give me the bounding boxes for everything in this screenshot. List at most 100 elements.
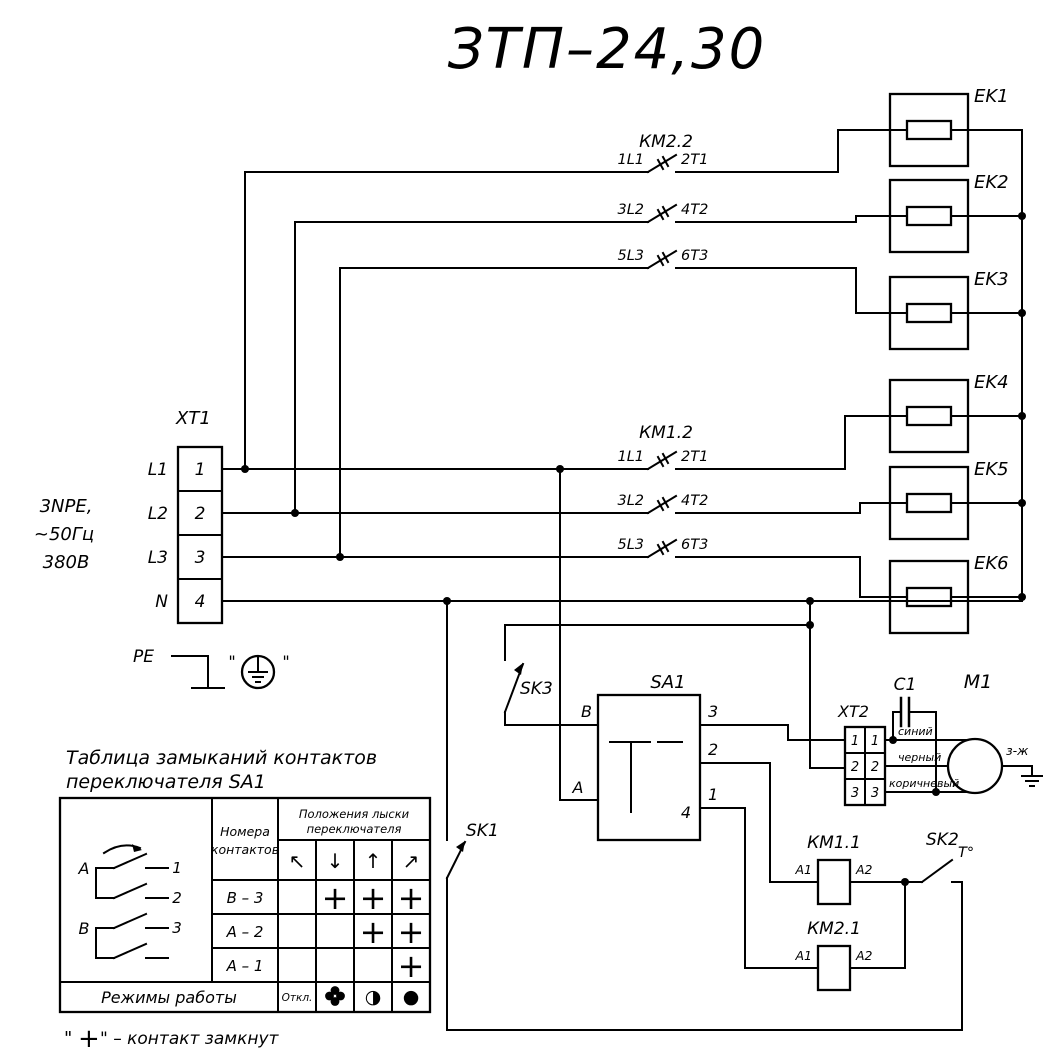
diagram-contact-3: 3 bbox=[172, 919, 182, 937]
supply-line1: 3NPE, bbox=[40, 496, 93, 517]
sa1-a-terminal: А bbox=[572, 778, 584, 797]
switch-sk2: SK2 T° bbox=[920, 830, 974, 884]
sa1-common: 4 bbox=[681, 803, 691, 822]
contacts-header-line2: контактов bbox=[211, 842, 279, 857]
earth-circle-icon bbox=[240, 654, 276, 690]
supply-line3: 380В bbox=[43, 552, 90, 573]
pe-ground-group: PE " " bbox=[133, 647, 290, 690]
sa1-switch: SA1 В А 3 2 1 4 bbox=[572, 672, 718, 842]
sa1-mechanism-icon bbox=[609, 741, 683, 813]
switch-sk1: SK1 bbox=[445, 821, 499, 880]
resistor-icon bbox=[905, 586, 953, 608]
xt2-label: XT2 bbox=[837, 702, 869, 721]
xt2-terminal-block: XT2 1 2 3 1 2 3 bbox=[837, 702, 887, 807]
footnote-text: " – контакт замкнут bbox=[100, 1029, 280, 1049]
sk1-arrow-icon bbox=[456, 841, 465, 852]
sa1-b-terminal: В bbox=[581, 702, 592, 721]
ek4-label: EK4 bbox=[974, 372, 1009, 393]
table-title-line2: переключателя SA1 bbox=[66, 771, 266, 793]
xt2-cell: 2 bbox=[851, 760, 859, 775]
footnote-open-quote: " bbox=[64, 1028, 72, 1049]
wire-brown-label: коричневый bbox=[889, 777, 959, 790]
km22-pole3-out: 6T3 bbox=[681, 248, 708, 264]
row-label-b3: В – 3 bbox=[227, 889, 264, 907]
pe-label: PE bbox=[133, 647, 154, 667]
position-arrow-1: ↖ bbox=[289, 849, 306, 873]
xt2-cell: 1 bbox=[871, 734, 879, 749]
position-arrow-2: ↓ bbox=[327, 849, 344, 873]
resistor-icon bbox=[905, 119, 953, 141]
motor-circuit: C1 M1 синий черный коричневый з-ж bbox=[884, 671, 1043, 795]
km12-pole1-out: 2T1 bbox=[681, 449, 708, 465]
mark-cell: + bbox=[398, 913, 425, 951]
sk2-label: SK2 bbox=[926, 830, 959, 850]
phase-n-label: N bbox=[155, 592, 168, 612]
footnote: " + " – контакт замкнут bbox=[64, 1024, 280, 1054]
km21-a1: A1 bbox=[794, 948, 812, 963]
mark-cell: + bbox=[322, 879, 349, 917]
contacts-header-line1: Номера bbox=[220, 824, 270, 839]
phase-l1-label: L1 bbox=[148, 460, 168, 480]
km22-pole3-in: 5L3 bbox=[617, 248, 644, 264]
pe-quote-right: " bbox=[282, 652, 289, 671]
resistor-icon bbox=[905, 492, 953, 514]
km12-pole3-out: 6T3 bbox=[681, 537, 708, 553]
km12-pole2-in: 3L2 bbox=[617, 493, 644, 509]
xt2-cell: 1 bbox=[851, 734, 859, 749]
pe-quote-left: " bbox=[228, 652, 235, 671]
position-arrow-4: ↗ bbox=[403, 849, 420, 873]
ek3-label: EK3 bbox=[974, 269, 1009, 290]
sa1-contact-diagram: А В 1 2 3 bbox=[78, 844, 182, 960]
km22-contacts: КМ2.2 1L1 2T1 3L2 4T2 5L3 6T3 bbox=[617, 132, 708, 270]
row-label-a2: А – 2 bbox=[226, 923, 264, 941]
km12-contacts: КМ1.2 1L1 2T1 3L2 4T2 5L3 6T3 bbox=[617, 423, 708, 559]
switch-sk3: SK3 bbox=[503, 662, 553, 714]
positions-header-line1: Положения лыски bbox=[299, 807, 410, 821]
sk3-arrow-icon bbox=[514, 663, 523, 675]
position-arrow-3: ↑ bbox=[365, 849, 382, 873]
earth-icon bbox=[248, 657, 268, 683]
xt1-terminal-3: 3 bbox=[195, 548, 206, 568]
modes-label: Режимы работы bbox=[101, 988, 237, 1007]
sk3-label: SK3 bbox=[520, 679, 553, 699]
wire-black-label: черный bbox=[898, 751, 941, 764]
diagram-a-label: А bbox=[78, 859, 90, 878]
capacitor-icon bbox=[899, 696, 911, 728]
coil-km11: КМ1.1 A1 A2 bbox=[794, 833, 873, 906]
c1-label: C1 bbox=[894, 675, 917, 695]
ek6-label: EK6 bbox=[974, 553, 1009, 574]
km21-label: КМ2.1 bbox=[807, 919, 861, 939]
km12-pole1-in: 1L1 bbox=[617, 449, 644, 465]
mode-half: ◑ bbox=[365, 986, 382, 1008]
km12-pole3-in: 5L3 bbox=[617, 537, 644, 553]
km22-label: КМ2.2 bbox=[639, 132, 693, 152]
diagram-contact-2: 2 bbox=[172, 889, 182, 907]
resistor-icon bbox=[905, 405, 953, 427]
ek1-label: EK1 bbox=[974, 86, 1009, 107]
km11-label: КМ1.1 bbox=[807, 833, 861, 853]
km22-pole1-out: 2T1 bbox=[681, 152, 708, 168]
mode-off: Откл. bbox=[282, 992, 313, 1004]
sa1-out1: 1 bbox=[708, 785, 718, 804]
xt1-terminal-1: 1 bbox=[195, 460, 206, 480]
ek5-label: EK5 bbox=[974, 459, 1009, 480]
wire-blue-label: синий bbox=[898, 725, 933, 738]
mark-cell: + bbox=[398, 879, 425, 917]
ek2-label: EK2 bbox=[974, 172, 1009, 193]
km11-a1: A1 bbox=[794, 862, 812, 877]
supply-line2: ~50Гц bbox=[34, 524, 94, 545]
km21-a2: A2 bbox=[855, 948, 873, 963]
table-title-line1: Таблица замыканий контактов bbox=[66, 747, 377, 769]
km12-label: КМ1.2 bbox=[639, 423, 693, 443]
fan-mode-icon bbox=[325, 986, 345, 1006]
sa1-label: SA1 bbox=[650, 672, 685, 693]
km11-a2: A2 bbox=[855, 862, 873, 877]
diagram-b-label: В bbox=[79, 919, 90, 938]
km12-pole2-out: 4T2 bbox=[681, 493, 708, 509]
closures-table: Таблица замыканий контактов переключател… bbox=[58, 747, 432, 1014]
km22-pole1-in: 1L1 bbox=[617, 152, 644, 168]
phase-l2-label: L2 bbox=[148, 504, 168, 524]
sa1-out2: 2 bbox=[708, 740, 718, 759]
